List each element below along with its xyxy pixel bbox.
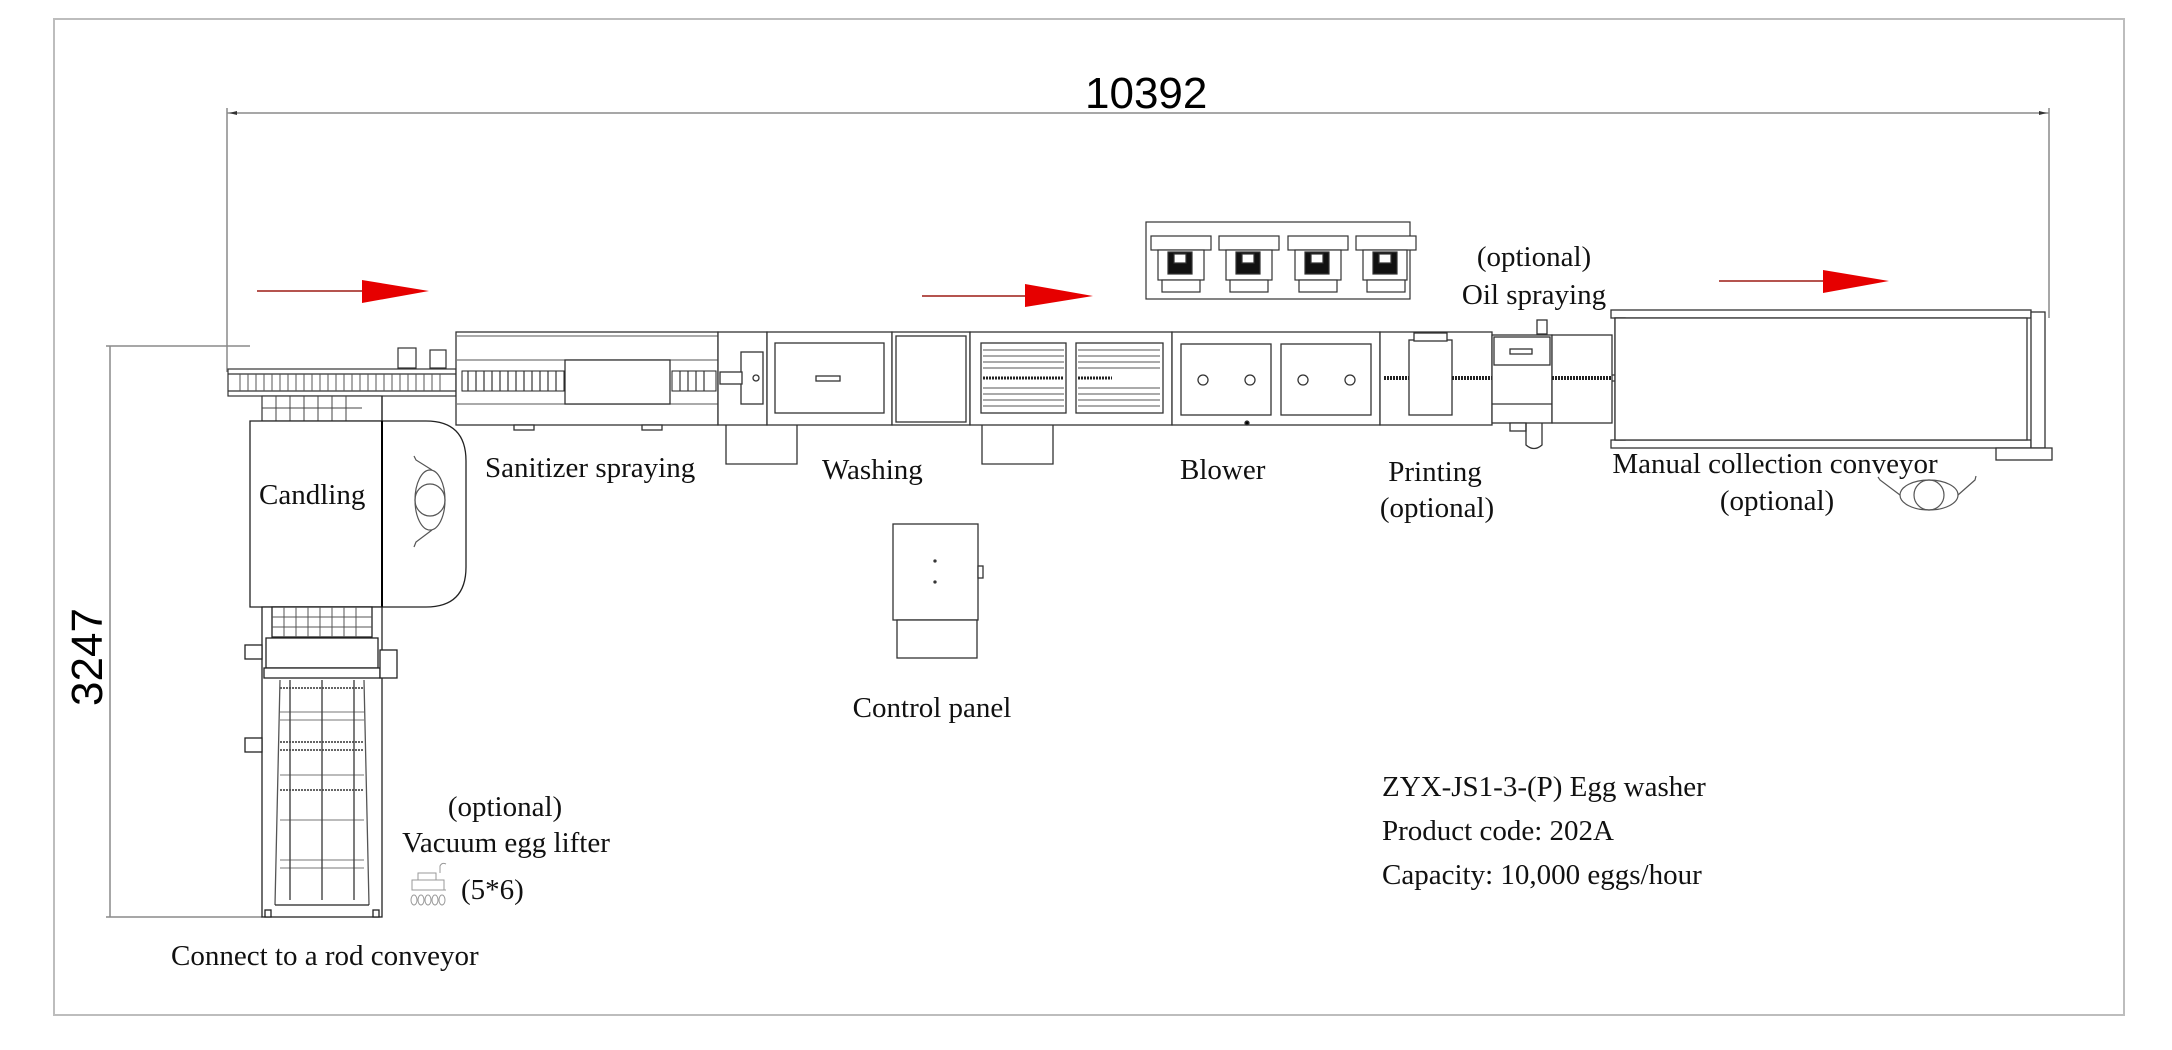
- width-dimension: [106, 345, 262, 918]
- vertical-infeed-conveyor: [244, 606, 398, 918]
- length-dimension-label: 10392: [1085, 69, 1208, 118]
- drawing-frame: [53, 18, 2125, 1016]
- length-dimension: [226, 108, 2050, 372]
- control-panel: [892, 523, 984, 659]
- label-printing-optional: (optional): [1379, 492, 1495, 524]
- label-washing: Washing: [822, 454, 923, 486]
- operator-figure-collection: [1877, 475, 1977, 511]
- manual-collection-conveyor: [1610, 309, 2053, 461]
- width-dimension-label: 3247: [63, 608, 112, 706]
- product-model: ZYX-JS1-3-(P) Egg washer: [1382, 771, 1706, 803]
- candling-booth: [249, 396, 467, 608]
- label-vacuum-spec: (5*6): [461, 874, 524, 906]
- infeed-rod-conveyor: [227, 347, 457, 422]
- label-manual-collection: Manual collection conveyor: [1612, 448, 1938, 480]
- product-capacity: Capacity: 10,000 eggs/hour: [1382, 859, 1702, 891]
- label-manual-collection-optional: (optional): [1719, 485, 1835, 517]
- label-oil-optional: (optional): [1476, 241, 1592, 273]
- flow-arrow-1: [257, 280, 429, 303]
- label-blower: Blower: [1180, 454, 1266, 486]
- blower-motors: [1145, 221, 1417, 300]
- label-candling: Candling: [259, 479, 366, 511]
- product-code: Product code: 202A: [1382, 815, 1614, 847]
- label-vacuum-egg-lifter: Vacuum egg lifter: [402, 827, 610, 859]
- label-rod-conveyor: Connect to a rod conveyor: [171, 940, 479, 972]
- vacuum-egg-lifter-icon: [410, 862, 447, 906]
- flow-arrow-3: [1719, 270, 1889, 293]
- label-sanitizer-spraying: Sanitizer spraying: [485, 452, 696, 484]
- label-control-panel: Control panel: [852, 692, 1012, 724]
- label-vacuum-optional: (optional): [447, 791, 563, 823]
- main-line-frame: [455, 319, 1640, 465]
- operator-figure-candling: [413, 455, 446, 548]
- label-printing: Printing: [1388, 456, 1482, 488]
- label-oil-spraying: Oil spraying: [1461, 279, 1607, 311]
- flow-arrow-2: [922, 284, 1093, 307]
